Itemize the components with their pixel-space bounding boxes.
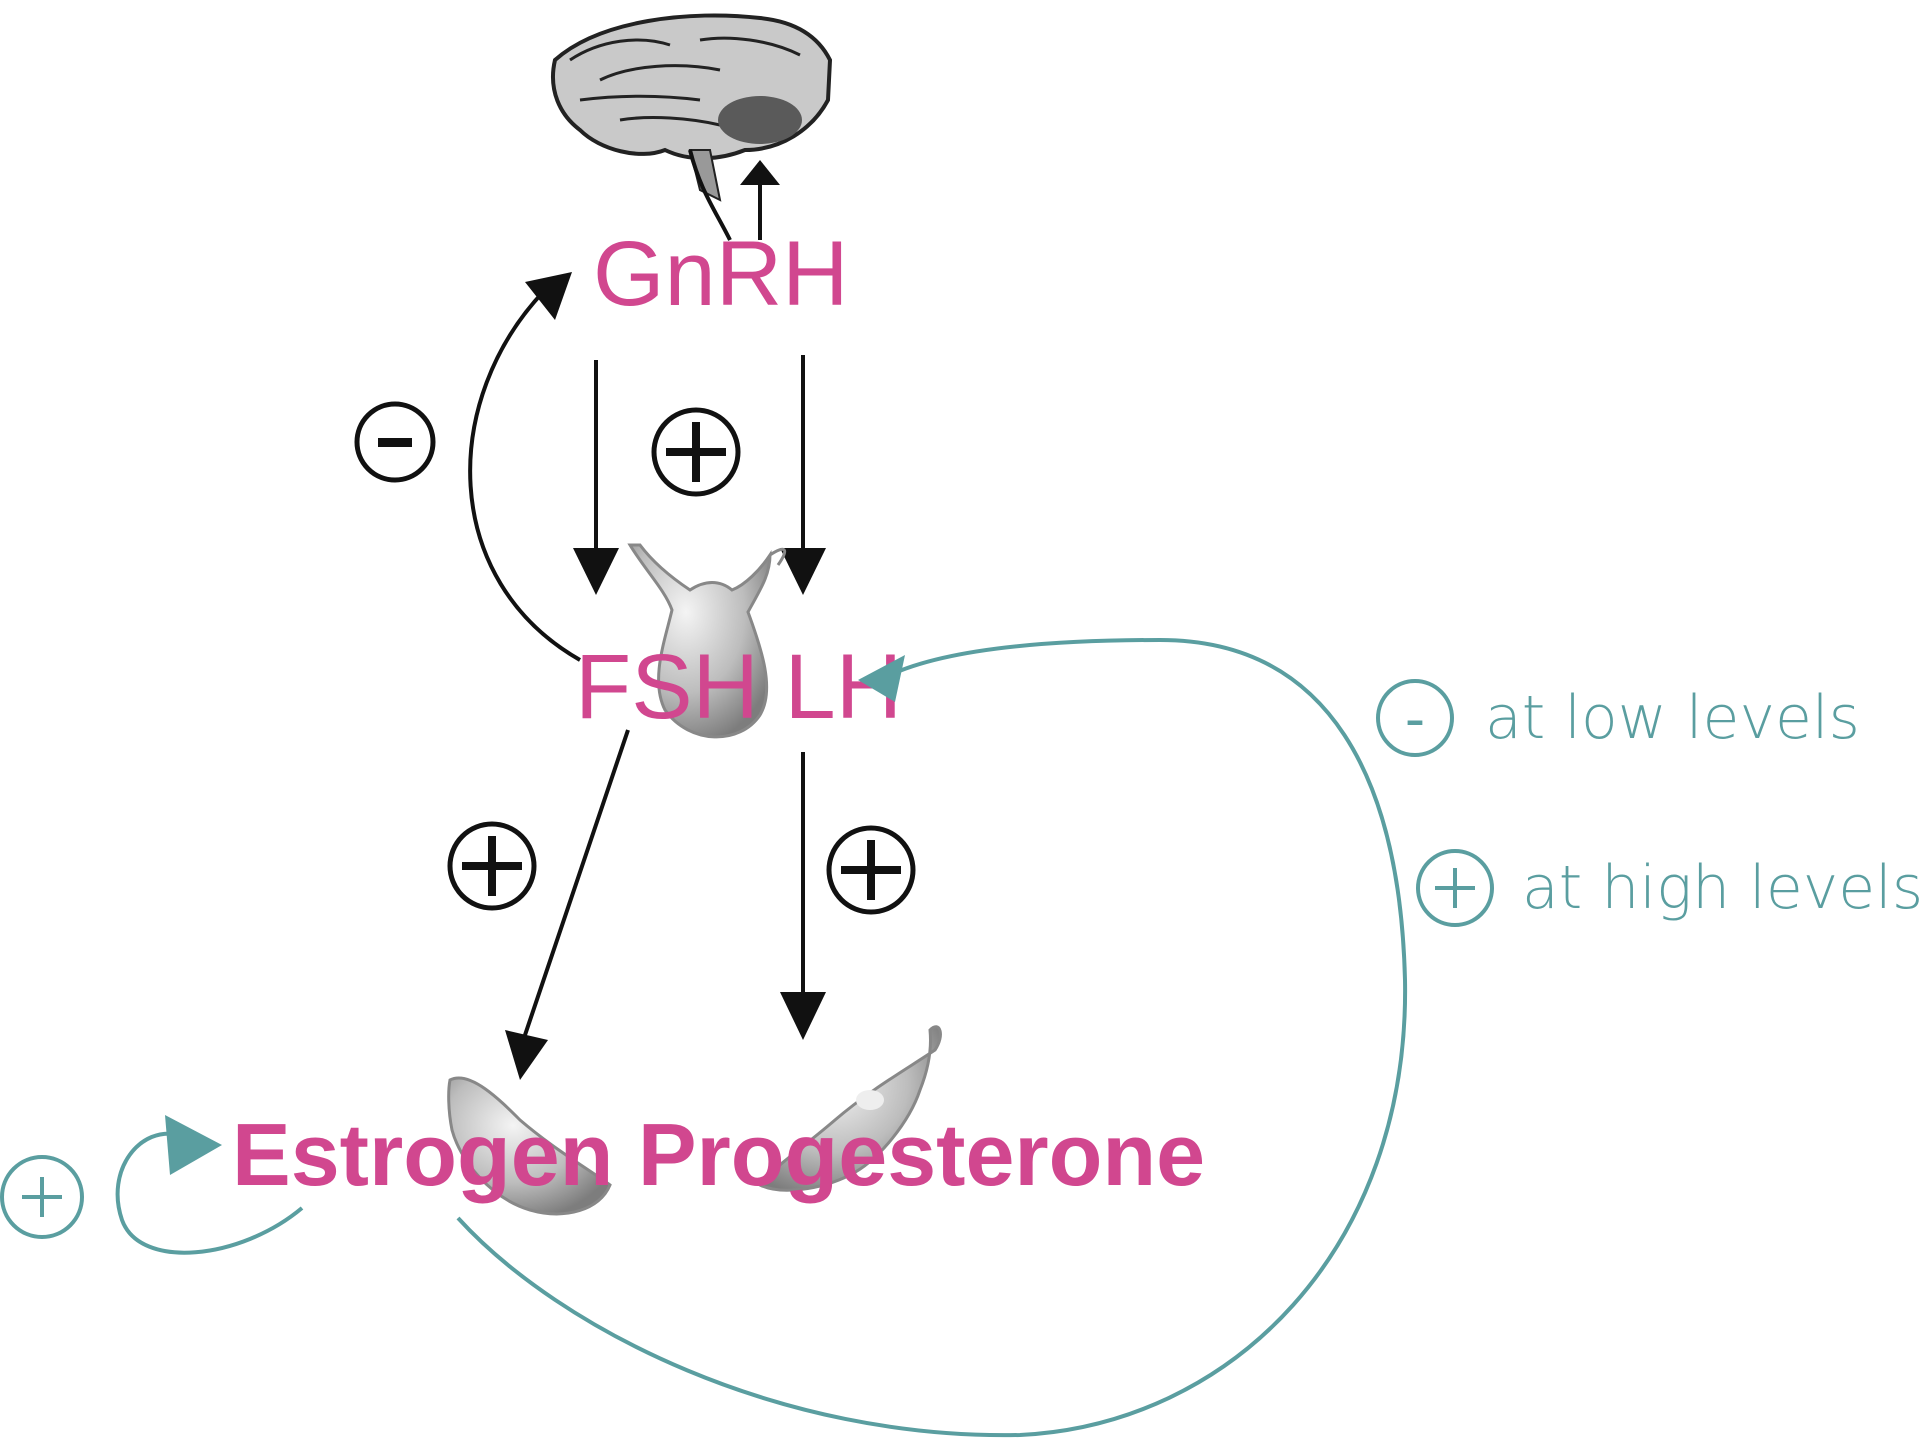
legend-low-text: at low levels — [1485, 683, 1860, 753]
estrogen-progesterone-label: Estrogen Progesterone — [232, 1105, 1205, 1204]
stimulation-sign — [826, 825, 916, 915]
brain-icon — [550, 13, 833, 202]
stimulation-sign — [651, 407, 741, 497]
ovary-icon — [447, 1076, 612, 1216]
positive-feedback-sign — [0, 1155, 84, 1239]
negative-feedback-sign — [354, 401, 436, 483]
ovary-icon — [757, 1025, 942, 1192]
legend-high-text: at high levels — [1522, 853, 1920, 923]
legend-low-sign: - — [1405, 687, 1425, 752]
fsh-lh-label: FSH LH — [575, 636, 902, 738]
legend-low-levels: - at low levels — [1376, 679, 1860, 757]
gnrh-label: GnRH — [593, 223, 849, 325]
pituitary-gland-icon — [627, 543, 787, 739]
legend-high-levels: at high levels — [1416, 849, 1920, 927]
stimulation-sign — [447, 821, 537, 911]
